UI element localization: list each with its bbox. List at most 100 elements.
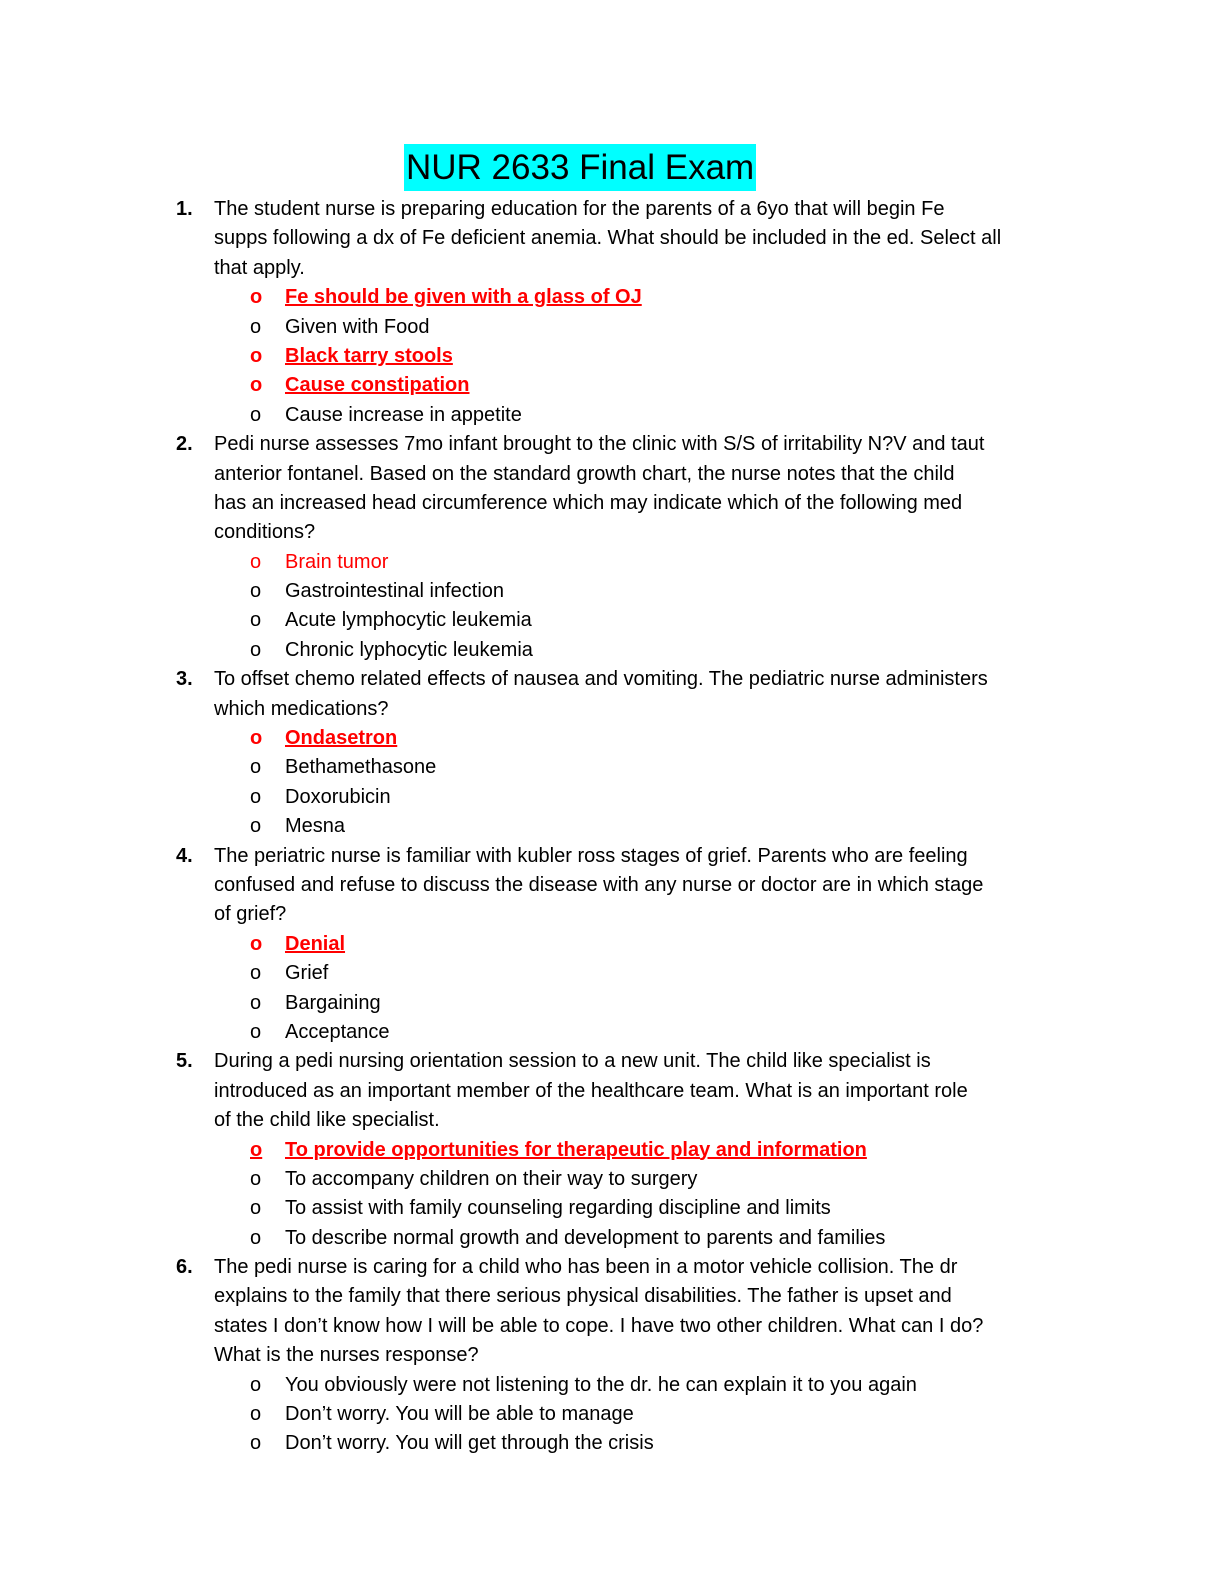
- answer-option: o To accompany children on their way to s…: [176, 1165, 1076, 1194]
- question-5: 5. During a pedi nursing orientation ses…: [176, 1047, 1076, 1253]
- question-text-line: states I don’t know how I will be able t…: [214, 1314, 984, 1337]
- option-text: Denial: [285, 932, 346, 955]
- question-stem: 5. During a pedi nursing orientation ses…: [176, 1047, 1076, 1135]
- question-text-line: The periatric nurse is familiar with kub…: [214, 844, 968, 867]
- question-text-line: supps following a dx of Fe deficient ane…: [214, 227, 1002, 250]
- question-text-line: which medications?: [214, 697, 389, 720]
- option-text: Black tarry stools: [285, 344, 453, 367]
- question-stem: 3. To offset chemo related effects of na…: [176, 665, 1076, 724]
- option-text: Doxorubicin: [285, 785, 391, 808]
- question-text-line: The pedi nurse is caring for a child who…: [214, 1256, 958, 1279]
- bullet-marker: o: [250, 991, 262, 1014]
- bullet-marker: o: [250, 932, 263, 955]
- option-text: To provide opportunities for therapeutic…: [285, 1138, 867, 1161]
- bullet-marker: o: [250, 1403, 262, 1426]
- question-4: 4. The periatric nurse is familiar with …: [176, 842, 1076, 1048]
- answer-option-correct: o Black tarry stools: [176, 342, 1076, 371]
- question-list: 1. The student nurse is preparing educat…: [176, 195, 1076, 1459]
- option-text: Don’t worry. You will be able to manage: [285, 1403, 634, 1426]
- question-text-line: has an increased head circumference whic…: [214, 491, 963, 514]
- option-text: Acute lymphocytic leukemia: [285, 609, 532, 632]
- bullet-marker: o: [250, 609, 262, 632]
- option-text: Given with Food: [285, 315, 430, 338]
- question-number: 4.: [176, 844, 193, 867]
- answer-option: o Gastrointestinal infection: [176, 577, 1076, 606]
- option-text: Don’t worry. You will get through the cr…: [285, 1432, 654, 1455]
- page-title: NUR 2633 Final Exam: [404, 144, 757, 191]
- bullet-marker: o: [250, 1138, 263, 1161]
- bullet-marker: o: [250, 756, 262, 779]
- question-number: 6.: [176, 1256, 193, 1279]
- bullet-marker: o: [250, 315, 262, 338]
- question-2: 2. Pedi nurse assesses 7mo infant brough…: [176, 430, 1076, 665]
- option-text: Acceptance: [285, 1020, 390, 1043]
- answer-option: o To describe normal growth and developme…: [176, 1224, 1076, 1253]
- question-text-line: Pedi nurse assesses 7mo infant brought t…: [214, 433, 985, 456]
- question-text-line: confused and refuse to discuss the disea…: [214, 873, 984, 896]
- question-text-line: The student nurse is preparing education…: [214, 198, 945, 220]
- answer-option: o Bethamethasone: [176, 753, 1076, 782]
- answer-option: o To assist with family counseling regard…: [176, 1194, 1076, 1223]
- answer-option: o Bargaining: [176, 989, 1076, 1018]
- answer-option: o Acute lymphocytic leukemia: [176, 606, 1076, 635]
- question-1: 1. The student nurse is preparing educat…: [176, 195, 1076, 430]
- bullet-marker: o: [250, 344, 263, 367]
- option-text: Ondasetron: [285, 727, 398, 750]
- bullet-marker: o: [250, 1373, 262, 1396]
- question-6: 6. The pedi nurse is caring for a child …: [176, 1253, 1076, 1459]
- answer-option: o Don’t worry. You will get through the c…: [176, 1429, 1076, 1458]
- option-text: To assist with family counseling regardi…: [285, 1197, 831, 1220]
- option-text: Gastrointestinal infection: [285, 580, 505, 603]
- question-text-line: During a pedi nursing orientation sessio…: [214, 1050, 931, 1073]
- bullet-marker: o: [250, 815, 262, 838]
- answer-option: o Given with Food: [176, 313, 1076, 342]
- question-text-line: that apply.: [214, 256, 305, 279]
- bullet-marker: o: [250, 550, 262, 573]
- answer-option-correct: o Cause constipation: [176, 371, 1076, 400]
- option-text: Cause constipation: [285, 374, 470, 397]
- option-text: Cause increase in appetite: [285, 403, 522, 426]
- question-text-line: of grief?: [214, 903, 287, 926]
- option-text: Chronic lyphocytic leukemia: [285, 638, 533, 661]
- option-text: Fe should be given with a glass of OJ: [285, 286, 642, 309]
- option-text: Bethamethasone: [285, 756, 437, 779]
- answer-option-correct: o Ondasetron: [176, 724, 1076, 753]
- question-number: 3.: [176, 668, 193, 691]
- bullet-marker: o: [250, 1020, 262, 1043]
- question-text-line: conditions?: [214, 521, 316, 544]
- answer-option: o You obviously were not listening to the…: [176, 1371, 1076, 1400]
- option-text: To accompany children on their way to su…: [285, 1167, 698, 1190]
- bullet-marker: o: [250, 962, 262, 985]
- bullet-marker: o: [250, 638, 262, 661]
- bullet-marker: o: [250, 1432, 262, 1455]
- answer-option-correct: o To provide opportunities for therapeuti…: [176, 1136, 1076, 1165]
- answer-option: o Mesna: [176, 812, 1076, 841]
- question-text-line: anterior fontanel. Based on the standard…: [214, 462, 955, 485]
- bullet-marker: o: [250, 1226, 262, 1249]
- option-text: Brain tumor: [285, 550, 389, 573]
- option-text: To describe normal growth and developmen…: [285, 1226, 886, 1249]
- option-text: Mesna: [285, 815, 346, 838]
- question-number: 5.: [176, 1050, 193, 1073]
- answer-option-correct: o Denial: [176, 930, 1076, 959]
- bullet-marker: o: [250, 1197, 262, 1220]
- question-3: 3. To offset chemo related effects of na…: [176, 665, 1076, 841]
- bullet-marker: o: [250, 727, 263, 750]
- question-stem: 1. The student nurse is preparing educat…: [176, 195, 1076, 283]
- question-stem: 6. The pedi nurse is caring for a child …: [176, 1253, 1076, 1371]
- question-text-line: of the child like specialist.: [214, 1109, 440, 1132]
- answer-option: o Acceptance: [176, 1018, 1076, 1047]
- answer-option-correct: o Brain tumor: [176, 548, 1076, 577]
- question-stem: 4. The periatric nurse is familiar with …: [176, 842, 1076, 930]
- option-text: You obviously were not listening to the …: [285, 1373, 917, 1396]
- bullet-marker: o: [250, 1167, 262, 1190]
- question-text-line: What is the nurses response?: [214, 1344, 479, 1367]
- option-text: Bargaining: [285, 991, 381, 1014]
- bullet-marker: o: [250, 580, 262, 603]
- bullet-marker: o: [250, 374, 263, 397]
